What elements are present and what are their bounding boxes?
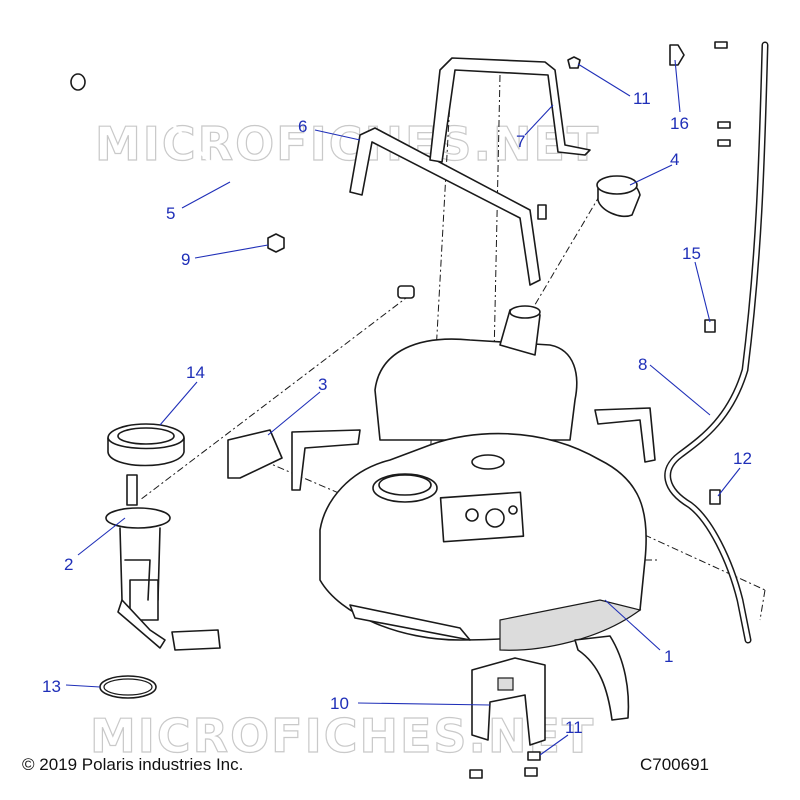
callout-3: 3 xyxy=(318,375,327,394)
callout-13: 13 xyxy=(42,677,61,696)
callout-12: 12 xyxy=(733,449,752,468)
callout-4: 4 xyxy=(670,150,679,169)
tank-strap-front xyxy=(349,127,541,286)
callout-16: 16 xyxy=(670,114,689,133)
vent-line xyxy=(664,41,769,644)
fuel-tank xyxy=(319,305,647,651)
callout-5: 5 xyxy=(166,204,175,223)
callout-11-top: 11 xyxy=(633,89,651,108)
tank-pads xyxy=(227,407,656,721)
callout-10: 10 xyxy=(330,694,349,713)
watermark-top: MICROFICHES.NET xyxy=(95,117,600,171)
fasteners xyxy=(469,41,731,779)
tank-strap-rear xyxy=(429,57,591,163)
callout-14: 14 xyxy=(186,363,205,382)
callout-7: 7 xyxy=(516,132,525,151)
lock-ring xyxy=(107,423,185,467)
figure-code: C700691 xyxy=(640,755,710,774)
callout-15: 15 xyxy=(682,244,701,263)
fuel-hose xyxy=(70,73,415,299)
callout-2: 2 xyxy=(64,555,73,574)
fuel-pump xyxy=(105,474,221,651)
fuel-cap xyxy=(596,175,641,218)
leader-lines xyxy=(65,59,741,756)
callout-6: 6 xyxy=(298,117,307,136)
callout-1: 1 xyxy=(664,647,673,666)
copyright-text: © 2019 Polaris industries Inc. xyxy=(22,755,244,774)
callout-9: 9 xyxy=(181,250,190,269)
watermark-bottom: MICROFICHES.NET xyxy=(90,709,595,763)
pump-seal xyxy=(99,675,157,699)
callout-8: 8 xyxy=(638,355,647,374)
hose-clip xyxy=(267,233,285,253)
callouts: 1 2 3 4 5 6 7 8 9 10 11 11 12 13 14 15 1… xyxy=(42,89,752,737)
callout-11-bottom: 11 xyxy=(565,718,583,737)
lower-bracket xyxy=(471,657,546,746)
